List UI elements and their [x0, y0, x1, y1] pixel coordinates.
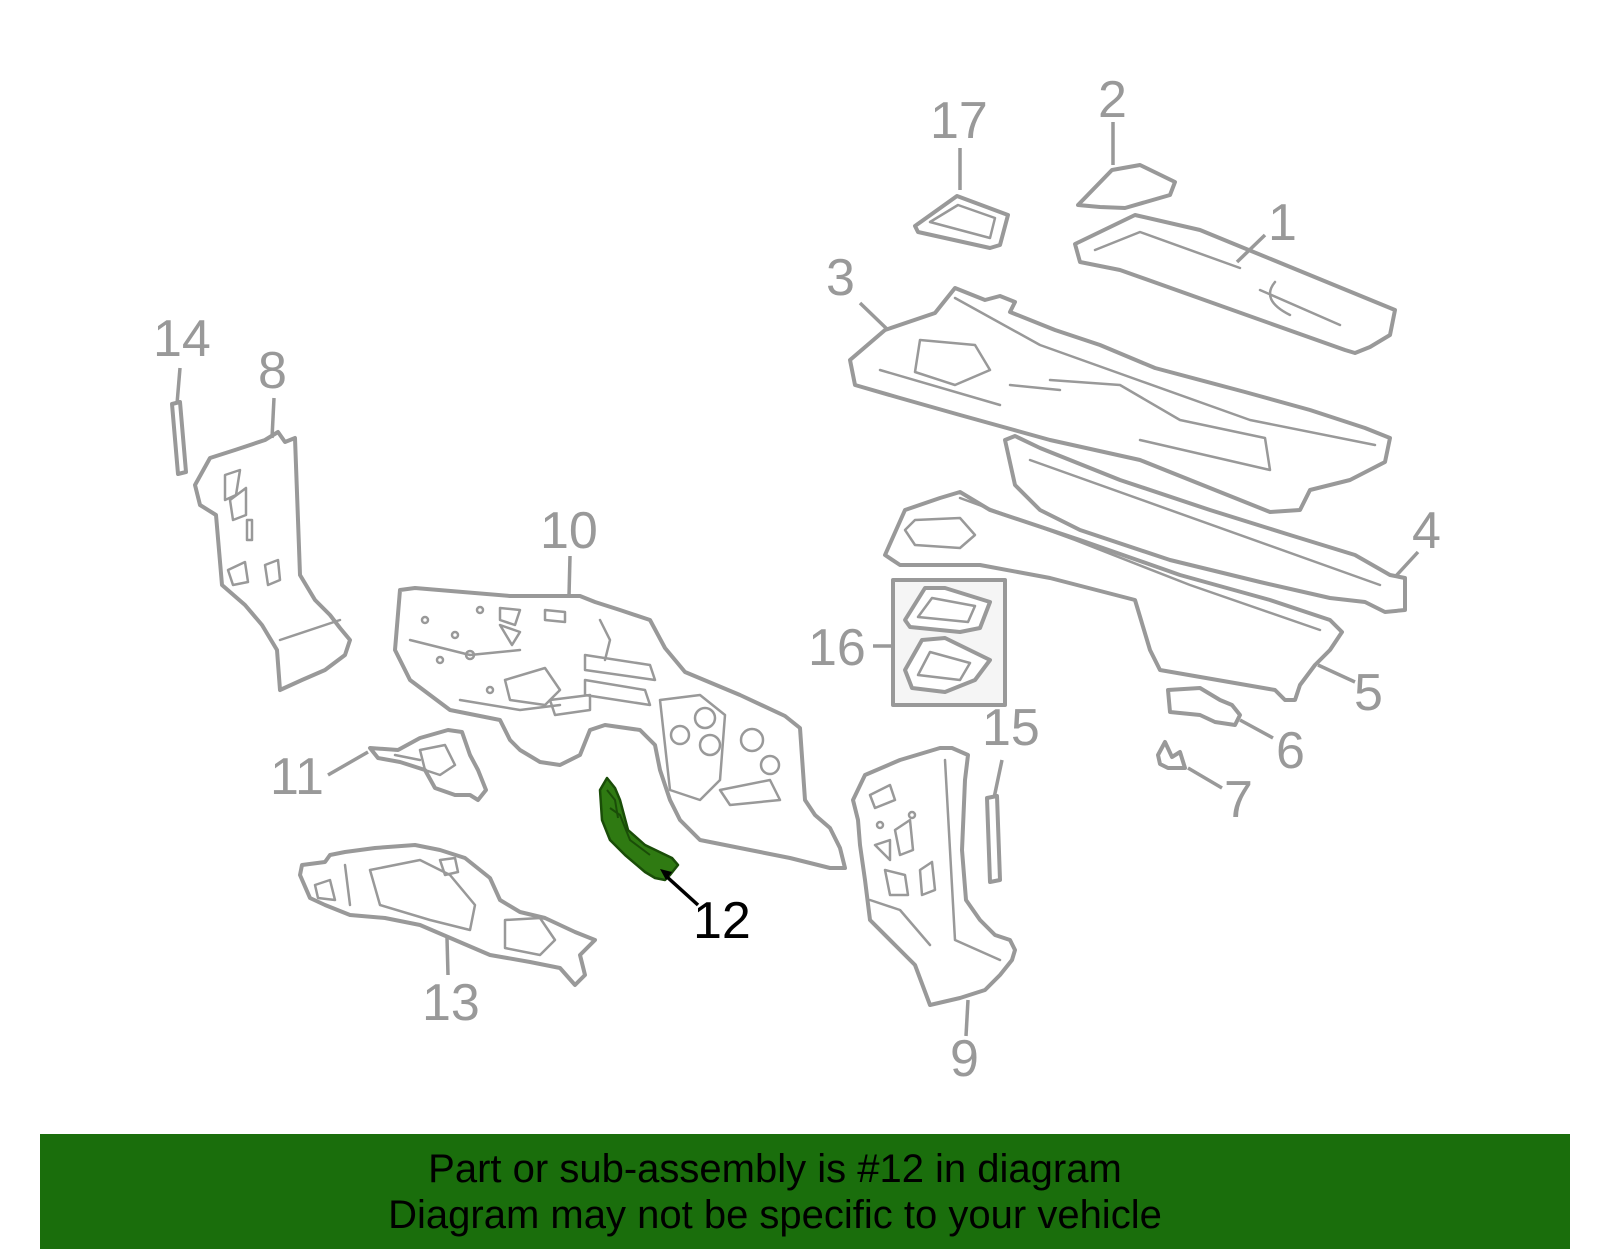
part-5[interactable] [883, 490, 1344, 702]
part-4[interactable] [1003, 434, 1407, 614]
callout-11[interactable]: 11 [270, 748, 324, 806]
part-14[interactable] [170, 400, 188, 476]
callout-1[interactable]: 1 [1268, 194, 1297, 252]
part-10[interactable] [393, 586, 847, 870]
callout-16[interactable]: 16 [808, 619, 866, 677]
part-16[interactable] [891, 578, 1007, 707]
banner-line-2: Diagram may not be specific to your vehi… [388, 1193, 1162, 1237]
callout-12[interactable]: 12 [693, 892, 751, 950]
callout-17[interactable]: 17 [930, 92, 988, 150]
callout-15[interactable]: 15 [982, 699, 1040, 757]
callout-9[interactable]: 9 [950, 1030, 979, 1088]
part-9[interactable] [851, 746, 1017, 1007]
callout-7[interactable]: 7 [1224, 771, 1253, 829]
part-11[interactable] [368, 728, 488, 802]
callout-14[interactable]: 14 [153, 310, 211, 368]
callout-3[interactable]: 3 [826, 249, 855, 307]
part-6[interactable] [1166, 686, 1242, 727]
banner-line-1: Part or sub-assembly is #12 in diagram [428, 1147, 1122, 1191]
part-2[interactable] [1076, 163, 1177, 210]
part-15[interactable] [985, 794, 1002, 884]
callout-labels: 1 2 17 3 4 5 6 7 14 8 10 11 16 13 9 15 1… [153, 71, 1441, 1088]
part-3[interactable] [848, 286, 1392, 514]
callout-13[interactable]: 13 [422, 974, 480, 1032]
callout-4[interactable]: 4 [1412, 502, 1441, 560]
part-1[interactable] [1073, 213, 1397, 355]
info-banner: Part or sub-assembly is #12 in diagram D… [40, 1134, 1570, 1249]
part-13[interactable] [298, 843, 597, 987]
part-12[interactable] [598, 776, 680, 882]
part-8[interactable] [193, 430, 352, 692]
part-7[interactable] [1156, 740, 1187, 770]
callout-5[interactable]: 5 [1354, 664, 1383, 722]
callout-6[interactable]: 6 [1276, 722, 1305, 780]
callout-8[interactable]: 8 [258, 342, 287, 400]
callout-10[interactable]: 10 [540, 502, 598, 560]
leader-lines [175, 122, 1420, 1037]
callout-2[interactable]: 2 [1098, 71, 1127, 129]
part-17[interactable] [913, 194, 1010, 250]
